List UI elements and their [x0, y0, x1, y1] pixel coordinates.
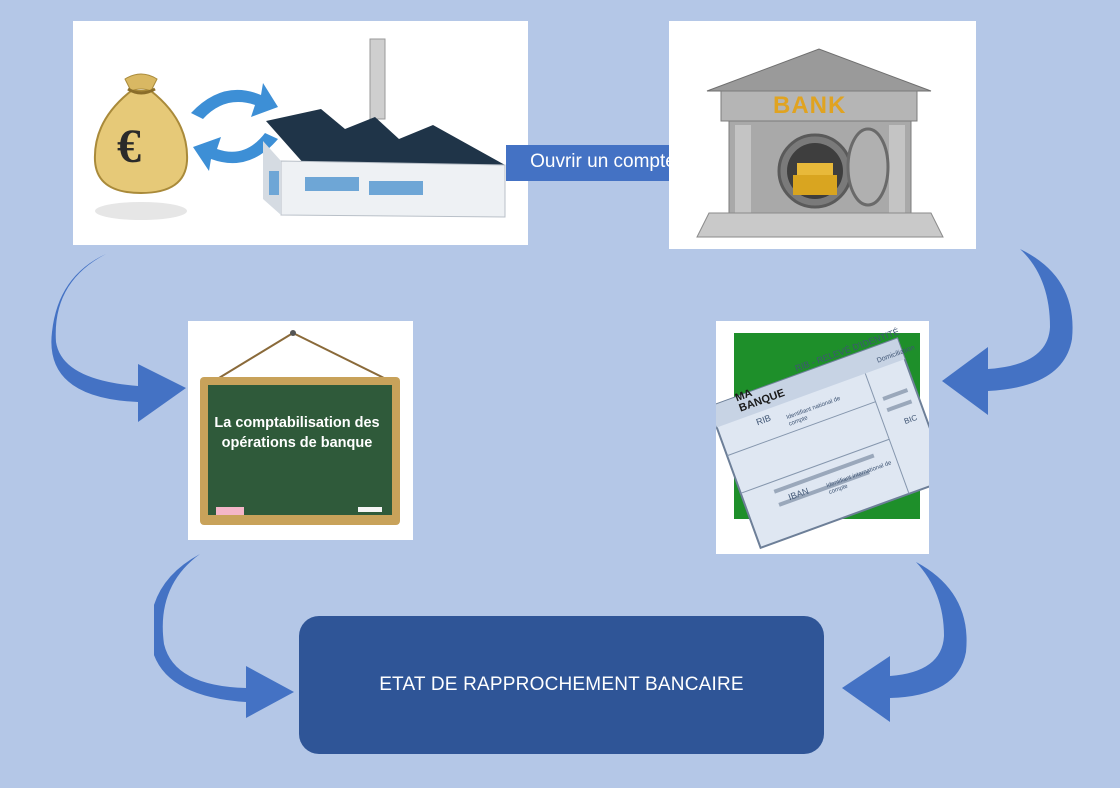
reconciliation-label: ETAT DE RAPPROCHEMENT BANCAIRE [379, 674, 744, 695]
board-text: La comptabilisation des opérations de ba… [214, 415, 380, 451]
curved-arrow-icon [154, 554, 294, 718]
curved-arrow-icon [842, 562, 967, 722]
curved-arrow-icon [51, 254, 186, 422]
company-illustration: € [73, 21, 528, 245]
bank-sign-text: BANK [773, 92, 847, 119]
open-account-arrow [506, 123, 731, 203]
chalkboard-illustration: La comptabilisation des opérations de ba… [188, 321, 413, 540]
bank-vault-icon [696, 48, 944, 238]
euro-symbol: € [117, 120, 141, 173]
rib-document-illustration: MA BANQUE RIB - RELEVÉ D'IDENTITÉ Domici… [716, 321, 929, 554]
rib-document-icon [716, 333, 929, 550]
open-account-label: Ouvrir un compte [530, 151, 676, 172]
reconciliation-result-box: ETAT DE RAPPROCHEMENT BANCAIRE [299, 616, 824, 754]
chalkboard-icon [200, 330, 400, 525]
money-factory-icon [93, 38, 506, 220]
curved-arrow-icon [942, 249, 1073, 415]
bank-illustration: BANK [669, 21, 976, 249]
